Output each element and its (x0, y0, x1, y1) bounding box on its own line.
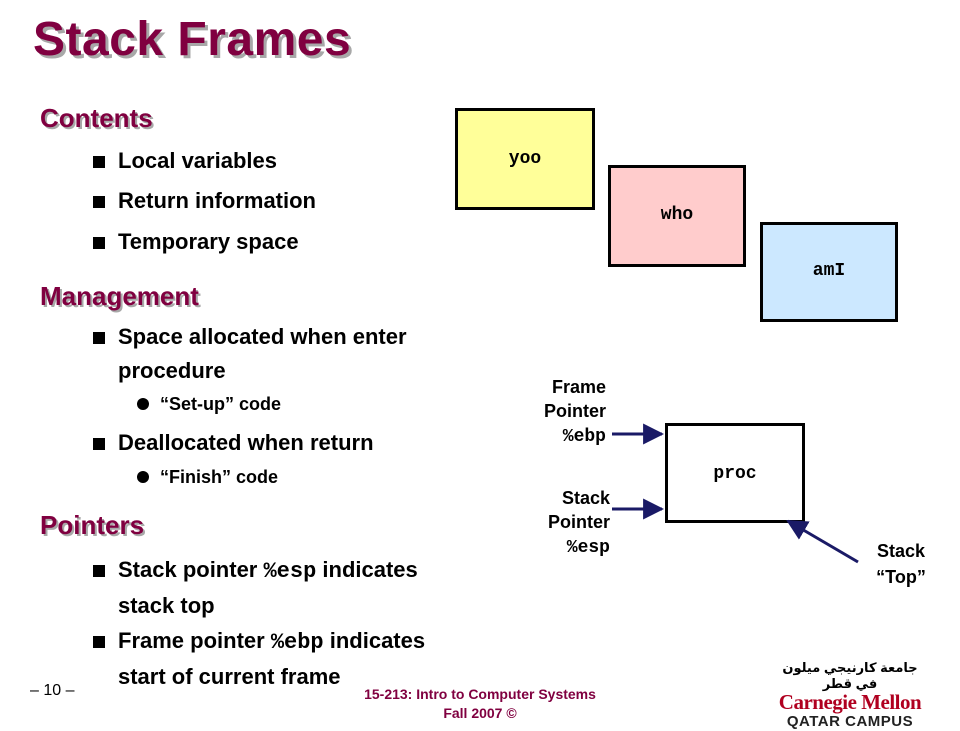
stack-top-line1: Stack (876, 541, 926, 561)
footer-course-title: 15-213: Intro to Computer Systems (364, 686, 596, 702)
footer-course: 15-213: Intro to Computer Systems Fall 2… (330, 685, 630, 723)
bullet-stack-pointer: Stack pointer %esp indicates stack top (93, 553, 508, 623)
stack-top-line2: “Top” (876, 567, 926, 587)
code-ebp: %ebp (270, 630, 324, 655)
bullet-stack-pointer-pre: Stack pointer (118, 557, 264, 582)
bullet-space-allocated-line2: procedure (118, 358, 226, 383)
stack-top-label: Stack “Top” (851, 538, 951, 590)
frame-pointer-line2: Pointer (543, 401, 606, 421)
frame-pointer-reg: %ebp (562, 427, 606, 447)
page-number: – 10 – (30, 682, 75, 699)
proc-label: proc (713, 464, 757, 484)
bullet-local-variables: Local variables (93, 144, 277, 178)
bullet-deallocated: Deallocated when return (93, 426, 374, 460)
frame-box-ami: amI (760, 222, 898, 322)
bullet-space-allocated: Space allocated when enter procedure (93, 320, 488, 388)
frame-pointer-line1: Frame (551, 377, 606, 397)
frame-label-who: who (660, 205, 694, 225)
bullet-stack-pointer-line2: stack top (118, 593, 215, 618)
proc-box: proc (665, 423, 805, 523)
bullet-frame-pointer: Frame pointer %ebp indicates start of cu… (93, 624, 508, 694)
heading-pointers: Pointers (40, 510, 145, 540)
frame-box-who: who (608, 165, 746, 267)
stack-pointer-reg: %esp (566, 538, 610, 558)
heading-management: Management (40, 281, 199, 311)
heading-contents: Contents (40, 103, 153, 133)
bullet-frame-pointer-line2: start of current frame (118, 664, 341, 689)
bullet-space-allocated-line1: Space allocated when enter (118, 324, 407, 349)
frame-label-yoo: yoo (508, 149, 542, 169)
stack-pointer-label: Stack Pointer %esp (500, 486, 610, 560)
frame-pointer-label: Frame Pointer %ebp (496, 375, 606, 449)
sub-bullet-finish-code: “Finish” code (136, 467, 279, 487)
cmu-qatar-logo: جامعة كارنيجي ميلون في قطر Carnegie Mell… (770, 660, 930, 730)
bullet-frame-pointer-pre: Frame pointer (118, 628, 271, 653)
bullet-temporary-space: Temporary space (93, 225, 299, 259)
code-esp: %esp (263, 559, 317, 584)
footer-term: Fall 2007 © (443, 705, 517, 721)
stack-pointer-line2: Pointer (547, 512, 610, 532)
logo-carnegie-mellon: Carnegie Mellon (778, 690, 922, 714)
stack-top-arrow (786, 519, 859, 564)
frame-label-ami: amI (812, 261, 846, 281)
bullet-return-information: Return information (93, 184, 316, 218)
frame-box-yoo: yoo (455, 108, 595, 210)
bullet-stack-pointer-post: indicates (316, 557, 418, 582)
slide-title: Stack Frames (33, 13, 352, 66)
stack-pointer-line1: Stack (561, 488, 610, 508)
logo-arabic-text: جامعة كارنيجي ميلون في قطر (782, 660, 918, 691)
sub-bullet-setup-code: “Set-up” code (136, 394, 282, 414)
logo-qatar-campus: QATAR CAMPUS (786, 713, 914, 730)
bullet-frame-pointer-post: indicates (323, 628, 426, 653)
